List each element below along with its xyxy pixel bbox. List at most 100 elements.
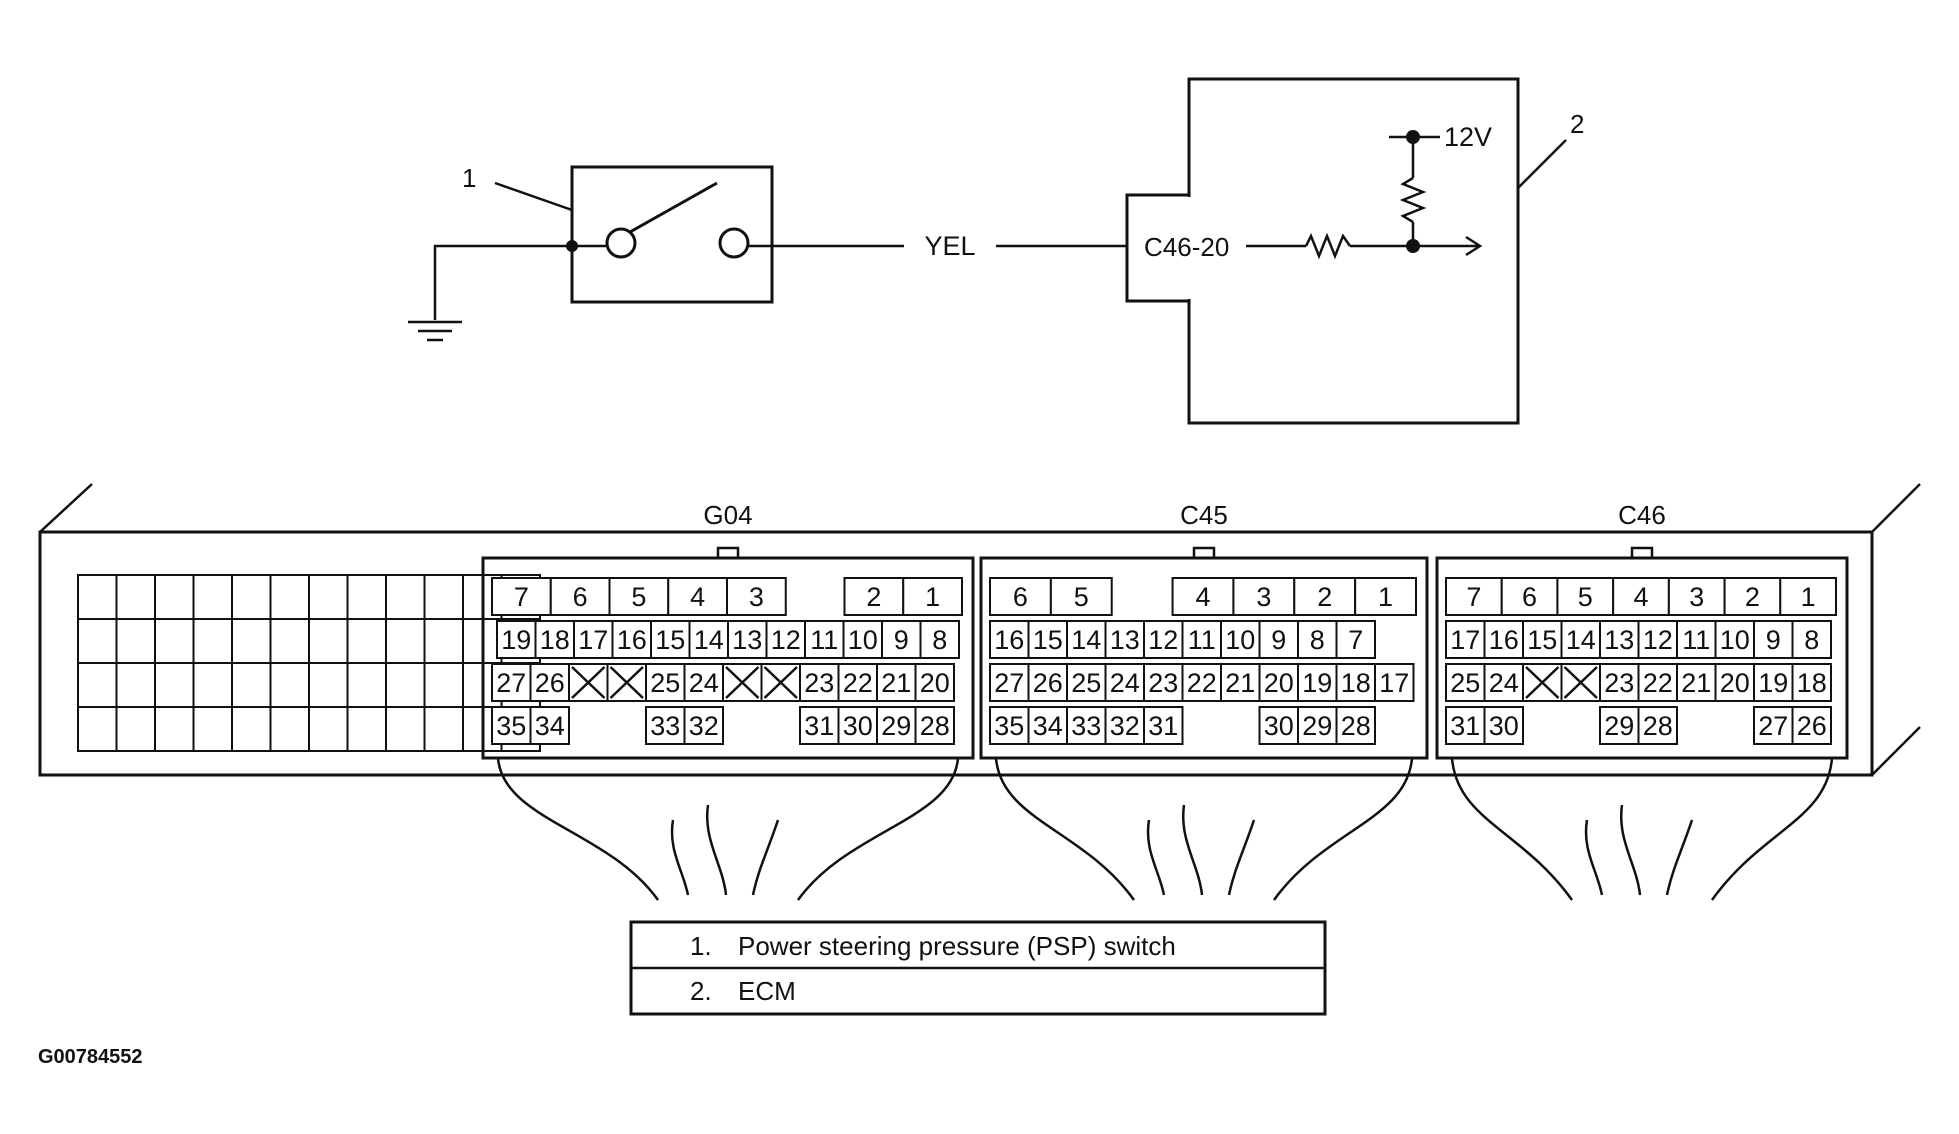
pin-cell [1297,663,1338,702]
blank-filler [154,706,195,752]
signal-arrow [1465,235,1483,257]
ecm-housing-face [38,530,1874,777]
pin-cell [765,620,806,659]
blank-cavity [77,618,118,664]
pin-number: 12 [771,625,801,655]
locking-tab [1630,546,1654,560]
voltage-label: 12V [1444,122,1492,152]
housing-edge-right-bottom [1871,726,1921,776]
pin-cell [1171,577,1235,616]
pin-number: 21 [881,668,911,698]
pin-cell [1104,663,1145,702]
cavity-cross [725,666,760,699]
pin-number: 16 [994,625,1024,655]
pin-number: 9 [894,625,909,655]
pin-number: 31 [804,711,834,741]
pin-cell [667,577,728,616]
resistor-horizontal [1304,232,1352,260]
pin-number: 32 [1110,711,1140,741]
pin-number: 34 [535,711,565,741]
harness-wire [1584,819,1604,896]
harness-wire [1181,804,1204,896]
switch-contact-left [605,227,637,259]
pin-cell [989,620,1030,659]
pin-cell [843,577,905,616]
pin-number: 23 [1604,668,1634,698]
pin-number: 31 [1450,711,1480,741]
pin-cell [1599,663,1640,702]
pin-number: 27 [496,668,526,698]
pin-cell [1104,706,1145,745]
pin-cell [914,663,955,702]
blank-cavity [192,574,233,620]
pin-number: 26 [1797,711,1827,741]
pin-number: 3 [1256,582,1271,612]
blank-cavity [231,662,272,708]
pin-cell [989,577,1052,616]
pin-cell [1335,706,1376,745]
blank-cavity [77,574,118,620]
harness-wire [1450,757,1574,901]
blank-cavity [192,662,233,708]
blank-cavity [115,706,156,752]
pin-number: 14 [1071,625,1101,655]
pin-number: 30 [1264,711,1294,741]
pin-number: 6 [1522,582,1537,612]
connector-name: C45 [1180,500,1228,530]
pin-cell [1066,663,1107,702]
blank-cavity [346,574,387,620]
callout-2-leader [1517,139,1567,189]
pin-number: 16 [1489,625,1519,655]
harness-wire [670,819,690,896]
blank-cavity [423,662,464,708]
psp-switch-box [570,165,774,304]
pin-number: 6 [573,582,588,612]
cavity-cross [1563,666,1598,699]
pin-number: 13 [1604,625,1634,655]
pin-cell [491,577,552,616]
pin-number: 27 [1758,711,1788,741]
blank-cavity [115,662,156,708]
pin-number: 23 [1148,668,1178,698]
pin-number: 31 [1148,711,1178,741]
pin-cell [1599,706,1640,745]
pin-number: 24 [689,668,719,698]
connector-name: G04 [703,500,752,530]
blank-cavity [423,618,464,664]
pin-number: 23 [804,668,834,698]
pin-number: 2 [866,582,881,612]
pin-cell [1445,620,1486,659]
pin-cell [611,620,652,659]
pin-number: 4 [690,582,705,612]
ground-wire [433,244,572,320]
blank-cavity [269,574,310,620]
pin-number: 10 [1720,625,1750,655]
harness-wire [1146,819,1166,896]
switch-arm [629,181,718,234]
blank-cavity [154,574,195,620]
pin-number: 3 [1689,582,1704,612]
legend-num-2: 2. [690,976,712,1006]
harness-wire [994,757,1136,901]
callout-1: 1 [462,163,476,193]
blank-cavity [346,662,387,708]
pin-number: 21 [1681,668,1711,698]
pin-number: 6 [1013,582,1028,612]
locking-tab [716,546,740,560]
pin-number: 24 [1489,668,1519,698]
pin-cell [1335,663,1376,702]
pin-number: 9 [1766,625,1781,655]
pin-number: 10 [1225,625,1255,655]
pin-cell [799,706,840,745]
pin-number: 29 [1302,711,1332,741]
pin-number: 22 [1643,668,1673,698]
pin-number: 5 [631,582,646,612]
pin-cell [726,577,787,616]
pin-cell [1714,620,1755,659]
pin-cell [1143,620,1184,659]
locking-tab [1192,546,1216,560]
pin-cell [1791,663,1832,702]
pin-cell [683,706,724,745]
pin-number: 20 [1264,668,1294,698]
